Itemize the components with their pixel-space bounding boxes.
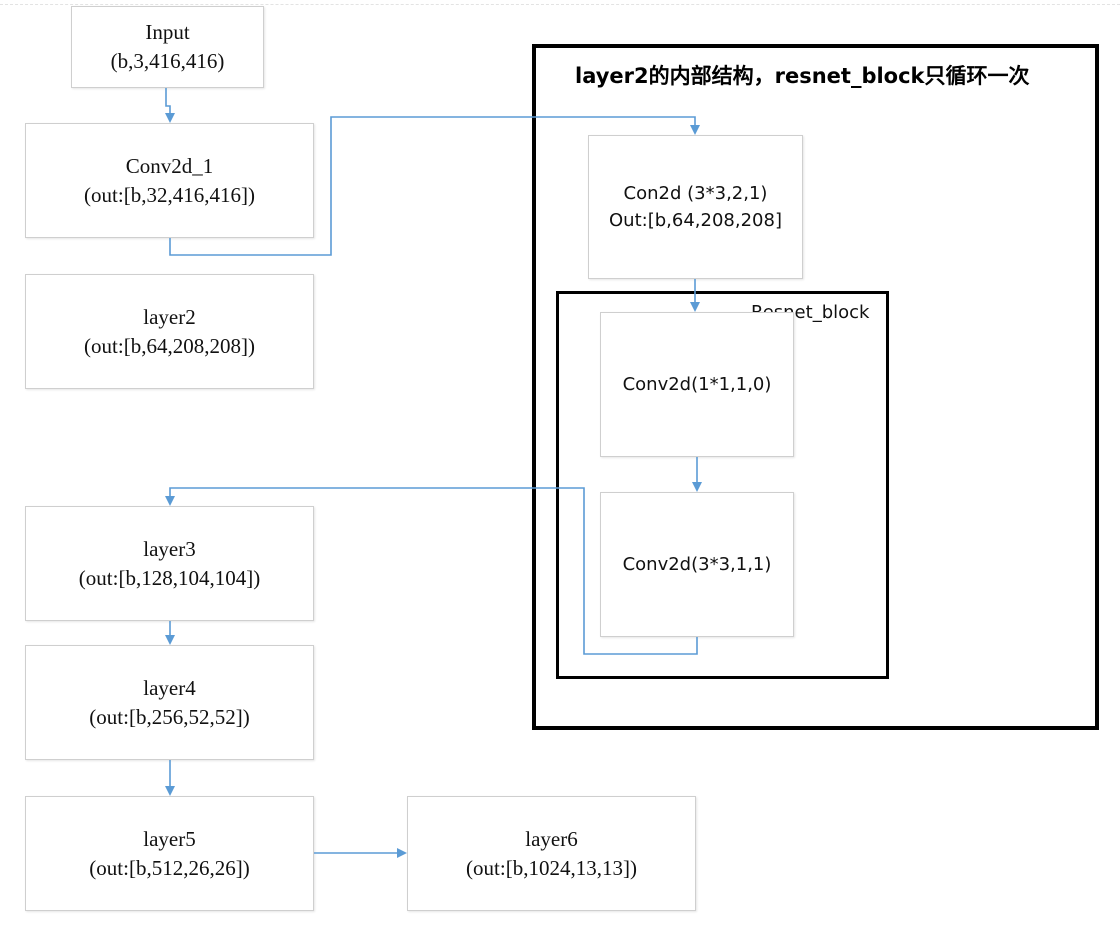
layer6-node: layer6 (out:[b,1024,13,13]) [407,796,696,911]
resnet-block-frame [556,291,889,679]
layer2-node: layer2 (out:[b,64,208,208]) [25,274,314,389]
layer4-title: layer4 [143,675,196,700]
layer5-node: layer5 (out:[b,512,26,26]) [25,796,314,911]
conv-3x3-label: Conv2d(3*3,1,1) [622,554,772,575]
arrow-conv2d-1-to-con2d [169,116,700,256]
con2d-title: Con2d (3*3,2,1) [623,183,768,204]
layer5-title: layer5 [143,826,196,851]
layer2-shape: (out:[b,64,208,208]) [84,333,255,358]
input-node-shape: (b,3,416,416) [110,49,225,73]
layer2-detail-frame [532,44,1099,730]
input-node-title: Input [145,20,190,44]
con2d-node: Con2d (3*3,2,1) Out:[b,64,208,208] [588,135,803,279]
conv-1x1-node: Conv2d(1*1,1,0) [600,312,794,457]
conv-1x1-label: Conv2d(1*1,1,0) [622,374,772,395]
conv2d-1-title: Conv2d_1 [125,153,214,178]
layer3-title: layer3 [143,536,196,561]
layer2-title: layer2 [143,304,196,329]
layer3-node: layer3 (out:[b,128,104,104]) [25,506,314,621]
layer2-detail-title: layer2的内部结构，resnet_block只循环一次 [575,64,1030,88]
layer3-shape: (out:[b,128,104,104]) [78,565,261,590]
conv-3x3-node: Conv2d(3*3,1,1) [600,492,794,637]
layer5-shape: (out:[b,512,26,26]) [89,855,250,880]
arrow-input-to-conv2d-1 [165,88,175,123]
conv2d-1-node: Conv2d_1 (out:[b,32,416,416]) [25,123,314,238]
arrow-resnet-to-layer3 [165,487,698,655]
layer6-shape: (out:[b,1024,13,13]) [466,855,637,880]
layer4-node: layer4 (out:[b,256,52,52]) [25,645,314,760]
layer4-shape: (out:[b,256,52,52]) [89,704,250,729]
input-node: Input (b,3,416,416) [71,6,264,88]
conv2d-1-shape: (out:[b,32,416,416]) [84,182,255,207]
top-divider [0,4,1120,5]
con2d-shape: Out:[b,64,208,208] [609,210,782,231]
layer6-title: layer6 [525,826,578,851]
